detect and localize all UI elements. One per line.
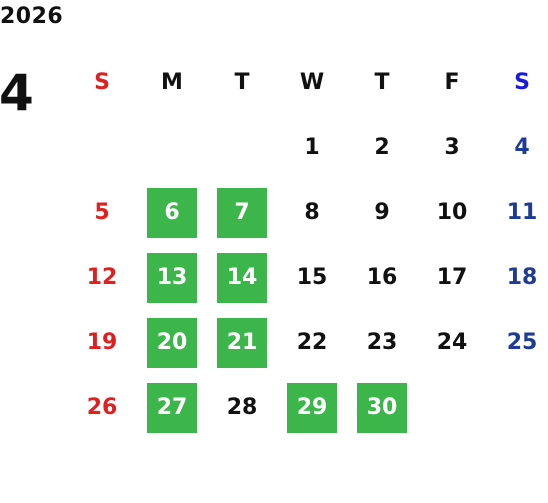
day-cell[interactable]: 20 (137, 310, 207, 375)
day-number: 12 (86, 265, 118, 290)
day-number: 22 (296, 330, 328, 355)
day-cell[interactable]: 29 (277, 375, 347, 440)
day-number: 14 (217, 252, 267, 303)
day-cell[interactable]: 15 (277, 245, 347, 310)
day-number: 15 (296, 265, 328, 290)
day-cell[interactable]: 23 (347, 310, 417, 375)
day-number: 27 (147, 382, 197, 433)
day-cell[interactable]: 21 (207, 310, 277, 375)
day-number: 1 (304, 135, 320, 160)
day-cell[interactable]: 13 (137, 245, 207, 310)
day-cell[interactable]: 17 (417, 245, 487, 310)
empty-day-cell (207, 115, 277, 180)
day-cell[interactable]: 12 (67, 245, 137, 310)
day-number: 16 (366, 265, 398, 290)
weekday-header-thu: T (374, 70, 390, 95)
day-number (77, 123, 127, 173)
day-number: 5 (94, 200, 110, 225)
weekday-header-mon: M (161, 70, 183, 95)
day-cell[interactable]: 1 (277, 115, 347, 180)
day-cell[interactable]: 4 (487, 115, 548, 180)
day-number: 29 (287, 382, 337, 433)
weekday-header-wed: W (299, 70, 325, 95)
day-number: 21 (217, 317, 267, 368)
day-number: 9 (374, 200, 390, 225)
day-cell[interactable]: 19 (67, 310, 137, 375)
weekday-header-tue: T (234, 70, 250, 95)
day-cell[interactable]: 3 (417, 115, 487, 180)
day-number: 18 (506, 265, 538, 290)
day-cell[interactable]: 6 (137, 180, 207, 245)
weekday-header-fri: F (444, 70, 460, 95)
day-number: 10 (436, 200, 468, 225)
day-cell[interactable]: 24 (417, 310, 487, 375)
day-number: 4 (514, 135, 530, 160)
day-cell[interactable]: 7 (207, 180, 277, 245)
day-cell[interactable]: 9 (347, 180, 417, 245)
day-number: 23 (366, 330, 398, 355)
day-number: 2 (374, 135, 390, 160)
day-cell[interactable]: 16 (347, 245, 417, 310)
day-number: 25 (506, 330, 538, 355)
day-cell[interactable]: 28 (207, 375, 277, 440)
day-number (147, 123, 197, 173)
weekday-header-sun: S (94, 70, 110, 95)
day-number: 6 (147, 187, 197, 238)
empty-day-cell (67, 115, 137, 180)
day-cell[interactable]: 10 (417, 180, 487, 245)
day-number (427, 383, 477, 433)
year-label: 2026 (0, 4, 64, 29)
day-cell[interactable]: 11 (487, 180, 548, 245)
day-cell[interactable]: 14 (207, 245, 277, 310)
empty-day-cell (137, 115, 207, 180)
day-number: 7 (217, 187, 267, 238)
day-cell[interactable]: 25 (487, 310, 548, 375)
day-number (497, 383, 547, 433)
day-number (217, 123, 267, 173)
day-cell[interactable]: 26 (67, 375, 137, 440)
day-number: 24 (436, 330, 468, 355)
day-cell[interactable]: 2 (347, 115, 417, 180)
day-cell[interactable]: 5 (67, 180, 137, 245)
day-number: 28 (226, 395, 258, 420)
day-number: 20 (147, 317, 197, 368)
day-number: 17 (436, 265, 468, 290)
empty-day-cell (417, 375, 487, 440)
day-number: 8 (304, 200, 320, 225)
day-number: 13 (147, 252, 197, 303)
day-number: 3 (444, 135, 460, 160)
day-cell[interactable]: 18 (487, 245, 548, 310)
day-number: 19 (86, 330, 118, 355)
day-cell[interactable]: 27 (137, 375, 207, 440)
day-number: 11 (506, 200, 538, 225)
day-number: 30 (357, 382, 407, 433)
day-cell[interactable]: 30 (347, 375, 417, 440)
day-cell[interactable]: 8 (277, 180, 347, 245)
day-cell[interactable]: 22 (277, 310, 347, 375)
day-number: 26 (86, 395, 118, 420)
empty-day-cell (487, 375, 548, 440)
month-number: 4 (0, 64, 34, 122)
weekday-header-sat: S (514, 70, 530, 95)
